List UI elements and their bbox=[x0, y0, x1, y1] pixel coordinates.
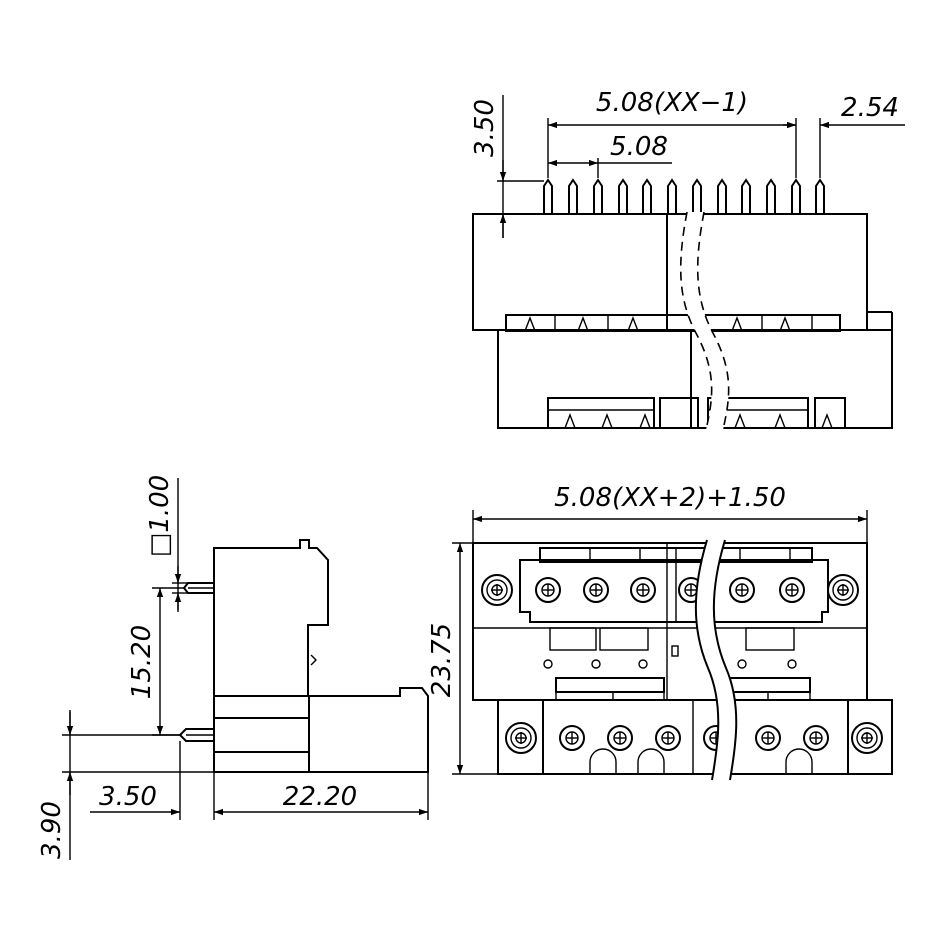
top-view: 5.08(XX−1) 2.54 5.08 3.50 bbox=[470, 88, 905, 431]
top-housing-upper bbox=[472, 213, 868, 331]
side-view: □1.00 15.20 3.90 3.50 22.20 bbox=[37, 475, 429, 860]
dim-pin-below: 3.90 bbox=[37, 801, 67, 859]
side-base bbox=[213, 695, 310, 773]
top-pins bbox=[543, 178, 825, 214]
dim-pin-square: □1.00 bbox=[145, 475, 175, 557]
side-plug bbox=[309, 687, 429, 773]
dim-pitch: 5.08 bbox=[610, 132, 668, 162]
front-upper-screws bbox=[535, 577, 805, 603]
dim-front-height: 23.75 bbox=[427, 623, 457, 697]
front-view: 5.08(XX+2)+1.50 23.75 bbox=[427, 483, 893, 781]
dim-body-depth: 22.20 bbox=[283, 782, 357, 812]
dim-pin-height: 3.50 bbox=[470, 99, 500, 157]
side-upper-body bbox=[213, 539, 329, 772]
dim-pin-spacing: 15.20 bbox=[127, 625, 157, 699]
front-lower-plug bbox=[542, 699, 849, 775]
dim-pin-offset: 3.50 bbox=[99, 782, 157, 812]
dim-front-width: 5.08(XX+2)+1.50 bbox=[554, 483, 786, 513]
front-lower-screws bbox=[559, 725, 829, 751]
front-upper-plug bbox=[519, 559, 829, 623]
dim-edge-offset: 2.54 bbox=[841, 93, 899, 123]
dim-pitch-total: 5.08(XX−1) bbox=[596, 88, 748, 118]
front-lower-body bbox=[497, 699, 893, 775]
top-housing-lower bbox=[497, 329, 893, 429]
